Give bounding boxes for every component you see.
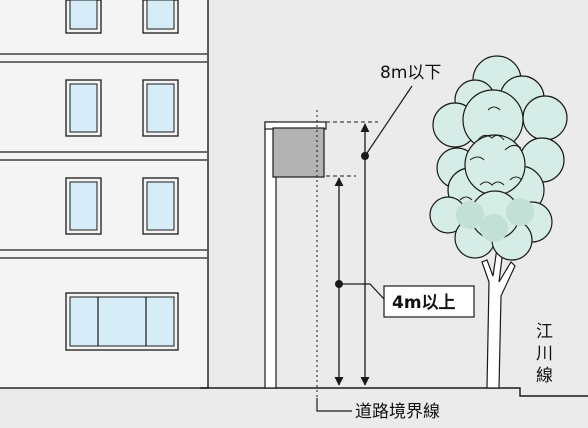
river-line-char: 江 (536, 322, 553, 342)
boundary-leader (316, 398, 352, 412)
tree-foliage-shading (456, 198, 534, 242)
tree-branch-details (459, 106, 523, 201)
tree (429, 55, 568, 389)
window (65, 79, 102, 137)
river-line-char: 線 (536, 366, 553, 386)
sign-panel (272, 127, 325, 178)
min-height-label: 4m以上 (392, 293, 456, 313)
window (65, 0, 102, 34)
tree-trunk (481, 247, 516, 389)
window (65, 177, 102, 235)
ground-line (200, 387, 588, 397)
min-height-box (383, 285, 475, 318)
max-height-leader (364, 85, 413, 157)
window (142, 177, 179, 235)
max-height-label: 8m以下 (380, 63, 441, 83)
window (142, 0, 179, 34)
boundary-label: 道路境界線 (355, 402, 440, 422)
river-line-char: 川 (536, 344, 553, 364)
window (142, 79, 179, 137)
building (0, 0, 209, 389)
floor-separators (0, 53, 207, 259)
large-window (65, 292, 179, 351)
pole-sign (264, 121, 327, 389)
windows (65, 0, 179, 351)
river-line-label: 江 川 線 (536, 322, 553, 386)
min-height-leader (339, 283, 385, 300)
